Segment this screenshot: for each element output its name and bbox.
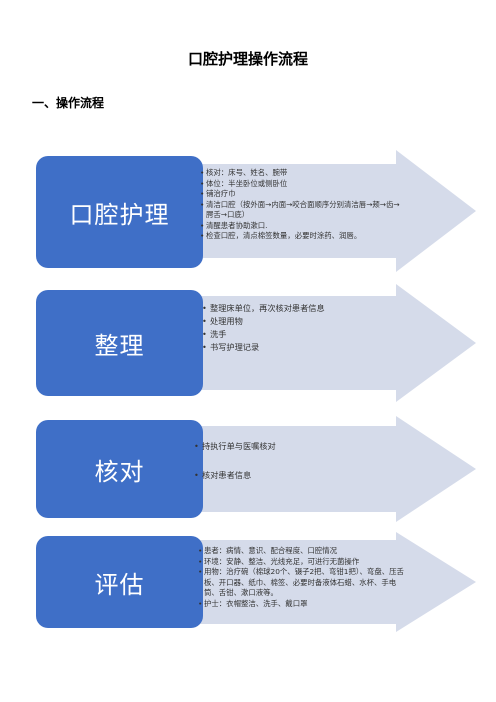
list-item: 清醒患者协助漱口. — [200, 221, 405, 232]
step-item-list: 持执行单与医嘱核对 核对患者信息 — [192, 432, 394, 490]
step-label: 评估 — [94, 570, 145, 599]
step-label-box: 评估 — [36, 536, 203, 628]
list-item: 核对：床号、姓名、腕带 — [200, 168, 405, 179]
list-item: 处理用物 — [202, 315, 402, 328]
list-item: 患者：病情、意识、配合程度、口腔情况 — [198, 546, 406, 557]
list-item: 书写护理记录 — [202, 341, 402, 354]
step-item-list: 患者：病情、意识、配合程度、口腔情况 环境：安静、整洁、光线充足，可进行无菌操作… — [198, 546, 406, 609]
list-item: 用物：治疗碗（棉球20个、镊子2把、弯钳1把）、弯盘、压舌板、开口器、纸巾、棉签… — [198, 567, 406, 599]
step-label: 整理 — [94, 331, 145, 360]
step-oral-care: 口腔护理 核对：床号、姓名、腕带 体位：半坐卧位或侧卧位 铺治疗巾 清洁口腔（按… — [36, 150, 476, 272]
section-heading: 一、操作流程 — [32, 96, 105, 110]
list-item: 持执行单与医嘱核对 — [194, 432, 394, 461]
step-item-list: 核对：床号、姓名、腕带 体位：半坐卧位或侧卧位 铺治疗巾 清洁口腔（按外面→内面… — [200, 168, 405, 242]
list-item: 铺治疗巾 — [200, 189, 405, 200]
list-item: 护士：衣帽整洁、洗手、戴口罩 — [198, 599, 406, 610]
list-item: 检查口腔，清点棉签数量，必要时涂药、润唇。 — [200, 231, 405, 242]
step-label-box: 口腔护理 — [36, 156, 203, 268]
step-item-list: 整理床单位，再次核对患者信息 处理用物 洗手 书写护理记录 — [200, 302, 402, 354]
list-item: 环境：安静、整洁、光线充足，可进行无菌操作 — [198, 557, 406, 568]
list-item: 洗手 — [202, 328, 402, 341]
step-verify: 核对 持执行单与医嘱核对 核对患者信息 — [36, 416, 476, 522]
step-label-box: 核对 — [36, 420, 203, 518]
list-item: 体位：半坐卧位或侧卧位 — [200, 179, 405, 190]
list-item: 清洁口腔（按外面→内面→咬合面顺序分别清洁唇→颊→齿→腭舌→口底） — [200, 200, 405, 221]
step-label: 口腔护理 — [69, 200, 170, 229]
step-label: 核对 — [94, 457, 145, 486]
document-title: 口腔护理操作流程 — [187, 50, 308, 68]
step-tidy-up: 整理 整理床单位，再次核对患者信息 处理用物 洗手 书写护理记录 — [36, 284, 476, 402]
list-item: 整理床单位，再次核对患者信息 — [202, 302, 402, 315]
step-assess: 评估 患者：病情、意识、配合程度、口腔情况 环境：安静、整洁、光线充足，可进行无… — [36, 532, 476, 632]
list-item: 核对患者信息 — [194, 461, 394, 490]
step-label-box: 整理 — [36, 290, 203, 396]
